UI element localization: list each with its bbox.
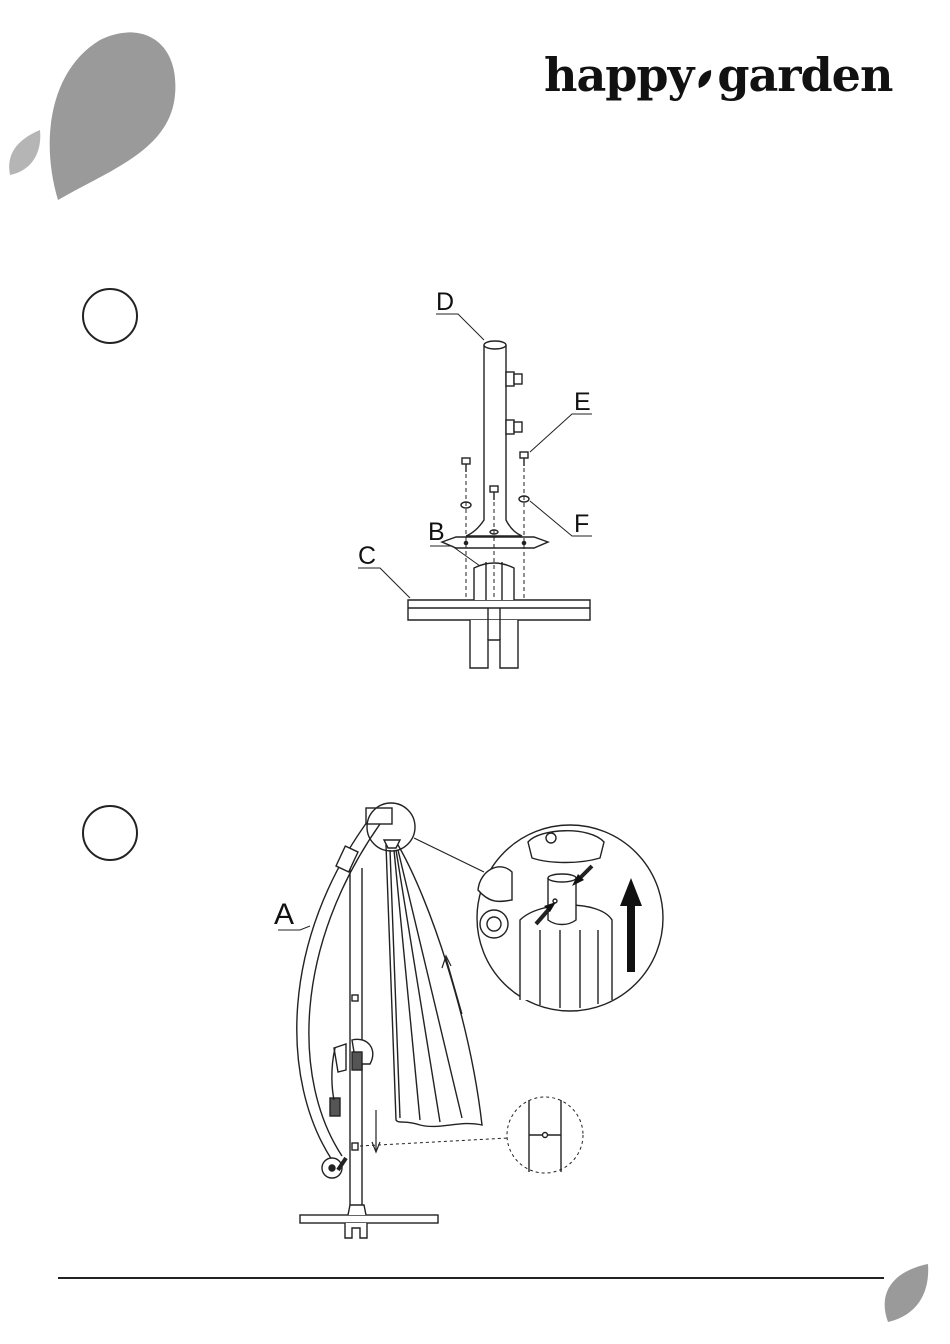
arrow-up-icon — [620, 878, 642, 972]
footer-divider — [58, 1277, 884, 1279]
folded-canopy — [384, 840, 482, 1126]
umbrella-base — [300, 1205, 438, 1238]
curved-arm-part-a — [297, 808, 392, 1178]
main-pole — [350, 868, 362, 1205]
zoom-detail-top — [477, 825, 663, 1011]
part-label-a: A — [274, 898, 294, 932]
crank-mechanism — [330, 1039, 373, 1116]
top-detail-connector — [414, 838, 484, 872]
